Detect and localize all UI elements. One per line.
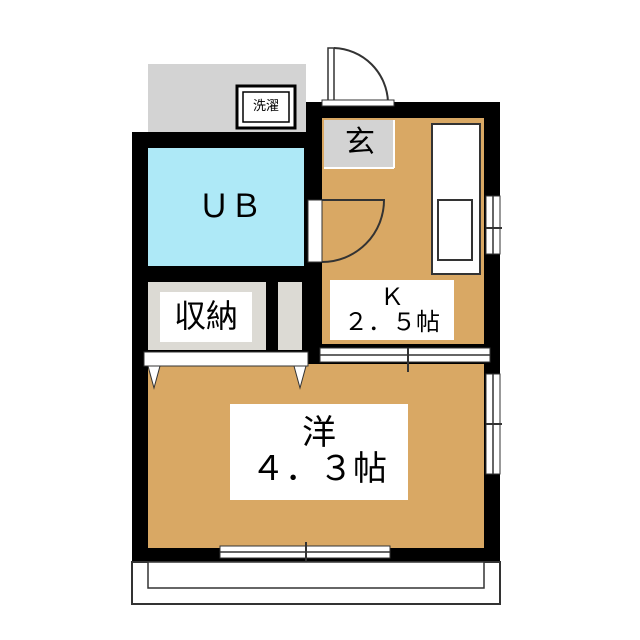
kitchen-name: Ｋ xyxy=(380,282,404,311)
entrance-floor xyxy=(324,120,394,168)
bath-door xyxy=(307,199,323,263)
closet-side xyxy=(278,282,302,350)
western-name: 洋 xyxy=(302,413,336,454)
kitchen-label: Ｋ ２．５帖 xyxy=(330,280,454,340)
kitchen-size: ２．５帖 xyxy=(344,308,440,336)
entrance-label: 玄 xyxy=(345,125,375,161)
storage-label: 収納 xyxy=(160,292,252,342)
western-label: 洋 ４．３帖 xyxy=(230,404,408,500)
bath-room xyxy=(148,148,304,266)
bath-label: ＵＢ xyxy=(197,187,262,226)
sink xyxy=(437,199,473,261)
entrance-door xyxy=(327,47,335,103)
western-size: ４．３帖 xyxy=(251,449,387,489)
washer-label: 洗濯 xyxy=(245,94,287,120)
closet-doors xyxy=(143,351,309,367)
